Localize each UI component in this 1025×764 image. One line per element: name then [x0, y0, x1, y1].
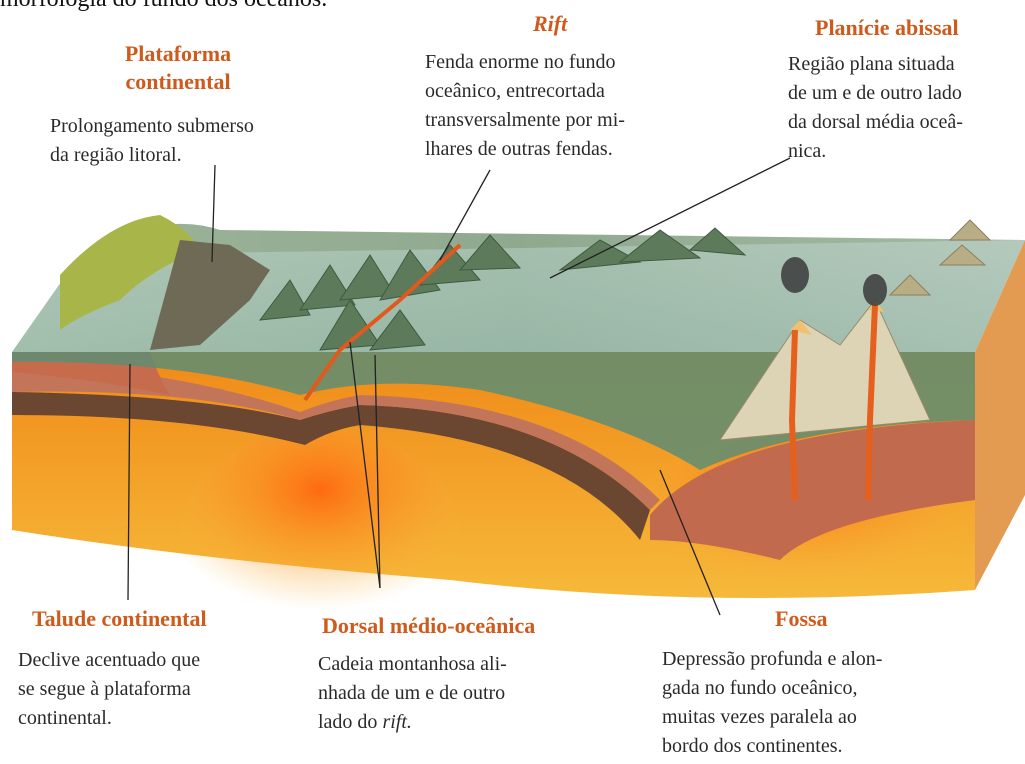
- plataforma-desc-line: Prolongamento submerso: [50, 112, 254, 141]
- rift-desc-line: lhares de outras fendas.: [425, 135, 625, 164]
- planicie-title: Planície abissal: [815, 14, 959, 42]
- plataforma-title-line: continental: [118, 68, 238, 96]
- dorsal-desc-rift: rift.: [382, 711, 411, 733]
- talude-description: Declive acentuado que se segue à platafo…: [18, 646, 200, 733]
- rift-title: Rift: [533, 10, 567, 38]
- rift-desc-line: transversalmente por mi-: [425, 106, 625, 135]
- planicie-desc-line: Região plana situada: [788, 50, 963, 79]
- mantle-hotspot-left: [180, 430, 460, 630]
- planicie-desc-line: de um e de outro lado: [788, 79, 963, 108]
- fossa-desc-line: muitas vezes paralela ao: [662, 703, 882, 732]
- dorsal-description: Cadeia montanhosa ali- nhada de um e de …: [318, 650, 507, 737]
- talude-title: Talude continental: [32, 605, 207, 633]
- planicie-desc-line: da dorsal média oceâ-: [788, 108, 963, 137]
- dorsal-desc-line: nhada de um e de outro: [318, 679, 507, 708]
- dorsal-desc-text: lado do: [318, 711, 377, 733]
- talude-desc-line: se segue à plataforma: [18, 675, 200, 704]
- fossa-desc-line: bordo dos continentes.: [662, 732, 882, 761]
- rift-desc-line: Fenda enorme no fundo: [425, 48, 625, 77]
- rift-desc-line: oceânico, entrecortada: [425, 77, 625, 106]
- fossa-title: Fossa: [775, 605, 828, 633]
- plataforma-desc-line: da região litoral.: [50, 141, 254, 170]
- dorsal-desc-line: lado do rift.: [318, 708, 507, 737]
- plataforma-description: Prolongamento submerso da região litoral…: [50, 112, 254, 170]
- talude-desc-line: continental.: [18, 704, 200, 733]
- plataforma-title-line: Plataforma: [118, 40, 238, 68]
- top-caption: morfologia do fundo dos oceanos.: [0, 0, 420, 18]
- plataforma-title: Plataforma continental: [118, 40, 238, 96]
- fossa-desc-line: Depressão profunda e alon-: [662, 645, 882, 674]
- planicie-desc-line: nica.: [788, 137, 963, 166]
- fossa-description: Depressão profunda e alon- gada no fundo…: [662, 645, 882, 761]
- dorsal-title: Dorsal médio-oceânica: [322, 612, 535, 640]
- dorsal-desc-line: Cadeia montanhosa ali-: [318, 650, 507, 679]
- fossa-desc-line: gada no fundo oceânico,: [662, 674, 882, 703]
- talude-desc-line: Declive acentuado que: [18, 646, 200, 675]
- planicie-description: Região plana situada de um e de outro la…: [788, 50, 963, 166]
- rift-description: Fenda enorme no fundo oceânico, entrecor…: [425, 48, 625, 164]
